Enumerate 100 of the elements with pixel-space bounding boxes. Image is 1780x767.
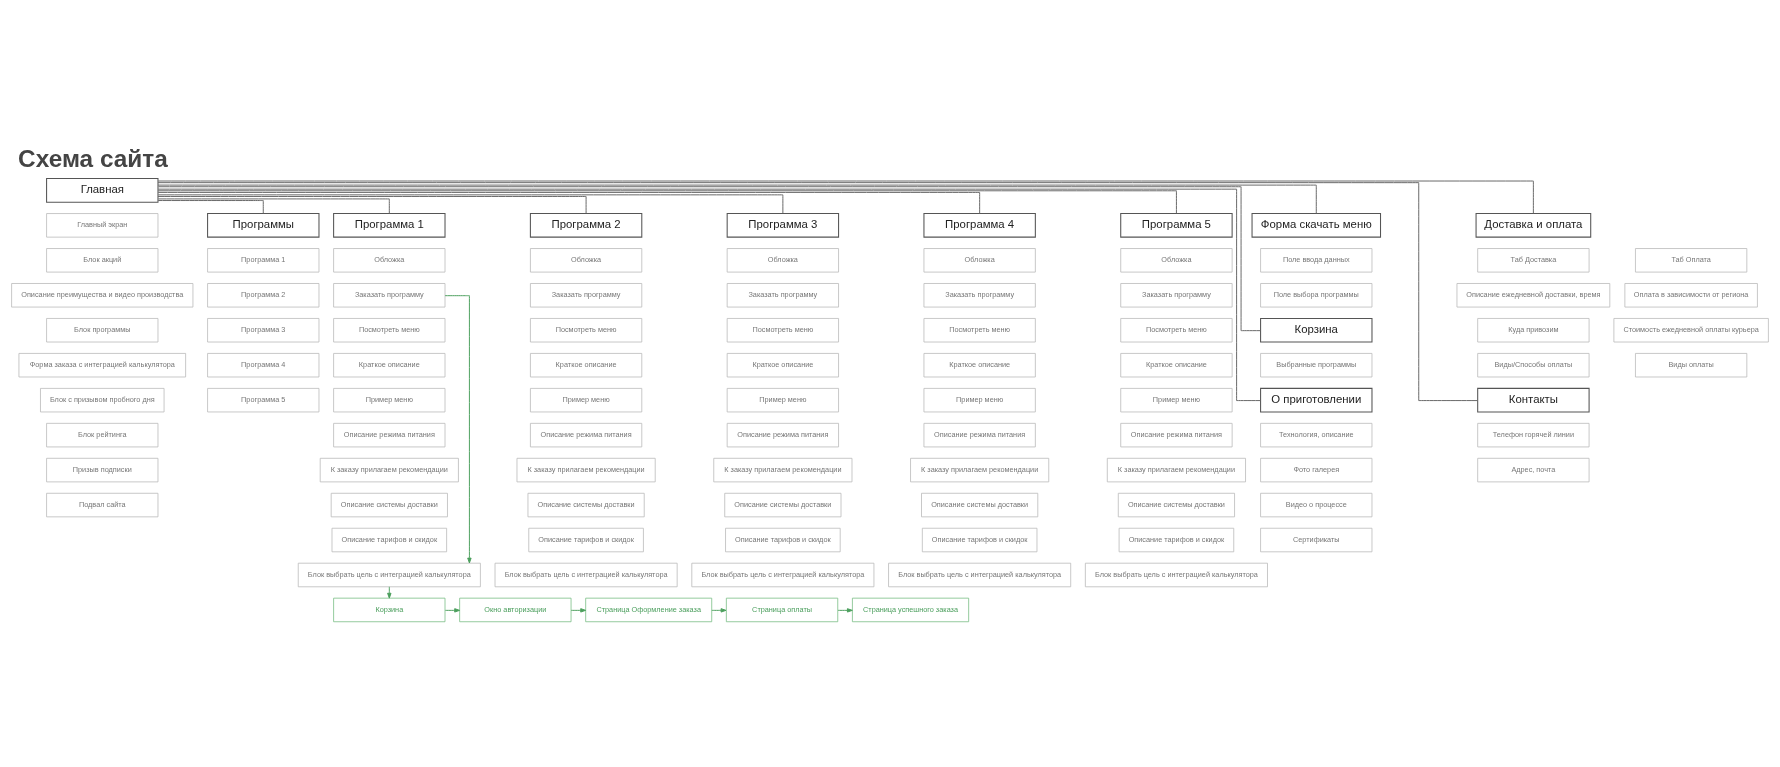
node-box: Таб Доставка [1477,248,1590,273]
node-box: Пример меню [923,387,1036,413]
node-box: Главная [46,178,159,203]
node-box: Контакты [1477,387,1590,413]
node-box: Пример меню [1120,387,1233,413]
connector [157,188,1261,402]
node-box: Описание системы доставки [921,492,1039,518]
node-box: Посмотреть меню [726,318,839,343]
node-box: Заказать программу [923,283,1036,308]
connector [157,180,1534,214]
node-box: Описание режима питания [1120,422,1233,448]
node-box: Описание режима питания [530,422,643,448]
node-box: Описание системы доставки [527,492,645,518]
node-box: Поле ввода данных [1260,248,1373,273]
node-box: Описание режима питания [333,422,446,448]
diagram-title: Схема сайта [18,145,168,173]
node-box: Блок выбрать цель с интеграцией калькулятора [1084,562,1268,588]
node-box: Посмотреть меню [1120,318,1233,343]
node-box: Обложка [530,248,643,273]
node-box: Адрес, почта [1477,457,1590,483]
node-box: Блок рейтинга [46,422,159,448]
node-box: Страница успешного заказа [852,597,970,623]
connector [157,186,1261,332]
node-box: К заказу прилагаем рекомендации [1106,457,1246,483]
node-box: Блок с призывом пробного дня [40,387,165,413]
node-box: Обложка [923,248,1036,273]
connector [157,191,981,214]
node-box: Пример меню [333,387,446,413]
node-box: Программа 1 [207,248,320,273]
arrow [444,608,461,613]
node-box: Сертификаты [1260,527,1373,553]
node-box: Программа 3 [726,213,840,238]
arrow [570,608,587,613]
node-box: Описание тарифов и скидок [725,527,841,553]
node-box: Заказать программу [726,283,839,308]
node-box: Заказать программу [1120,283,1233,308]
node-box: Главный экран [46,213,159,238]
connector [157,182,1478,402]
node-box: Программа 1 [333,213,446,238]
node-box: Страница Оформление заказа [585,597,713,623]
node-box: Заказать программу [333,283,446,308]
connector [157,194,784,214]
node-box: Куда привозим [1477,318,1590,343]
node-box: Программа 4 [207,353,320,378]
node-box: К заказу прилагаем рекомендации [516,457,656,483]
node-box: Доставка и оплата [1475,213,1592,238]
node-box: Пример меню [530,387,643,413]
node-box: Описание тарифов и скидок [1118,527,1235,553]
node-box: К заказу прилагаем рекомендации [910,457,1050,483]
node-box: Описание системы доставки [1117,492,1235,518]
node-box: Телефон горячей линии [1477,422,1590,448]
node-box: Видео о процессе [1260,492,1373,518]
node-box: К заказу прилагаем рекомендации [319,457,459,483]
node-box: Краткое описание [923,353,1036,378]
node-box: Программа 4 [923,213,1036,238]
node-box: Описание системы доставки [330,492,448,518]
node-box: Корзина [1260,317,1373,343]
node-box: Технология, описание [1260,422,1373,448]
node-box: Стоимость ежедневной оплаты курьера [1613,318,1769,343]
node-box: Подвал сайта [46,492,159,518]
node-box: Описание тарифов и скидок [921,527,1038,553]
node-box: Окно авторизации [459,597,572,623]
node-box: Посмотреть меню [923,318,1036,343]
node-box: Обложка [726,248,839,273]
node-box: Программа 5 [207,387,320,413]
node-box: Обложка [1120,248,1233,273]
node-box: Страница оплаты [725,597,839,623]
node-box: Таб Оплата [1635,248,1748,273]
node-box: Блок акций [46,248,159,273]
node-box: Корзина [333,597,446,623]
node-box: Описание режима питания [923,422,1036,448]
node-box: Форма заказа с интеграцией калькулятора [18,353,187,378]
node-box: Фото галерея [1260,457,1373,483]
connector [157,190,1177,214]
node-box: Посмотреть меню [530,318,643,343]
node-box: Блок выбрать цель с интеграцией калькулятора [888,562,1072,588]
node-box: Краткое описание [726,353,839,378]
node-box: Выбранные программы [1260,353,1373,378]
node-box: Поле выбора программы [1260,283,1373,308]
node-box: Виды оплаты [1635,353,1748,378]
node-box: Блок выбрать цель с интеграцией калькулятора [297,562,481,588]
connector [157,198,390,214]
connector [157,196,587,214]
node-box: Описание тарифов и скидок [528,527,644,553]
node-box: Программа 3 [207,318,320,343]
node-box: Обложка [333,248,446,273]
node-box: Описание системы доставки [724,492,842,518]
node-box: Краткое описание [333,353,446,378]
arrow [444,295,472,564]
node-box: Блок программы [46,318,159,343]
node-box: Краткое описание [1120,353,1233,378]
node-box: К заказу прилагаем рекомендации [713,457,853,483]
node-box: Блок выбрать цель с интеграцией калькулятора [691,562,875,588]
connector [157,200,264,214]
node-box: Описание ежедневной доставки, время [1456,283,1611,308]
node-box: Программа 2 [207,283,320,308]
node-box: Форма скачать меню [1251,213,1382,238]
node-box: Виды/Способы оплаты [1477,353,1590,378]
node-box: Описание преимущества и видео производства [11,283,194,308]
node-box: Описание режима питания [726,422,839,448]
